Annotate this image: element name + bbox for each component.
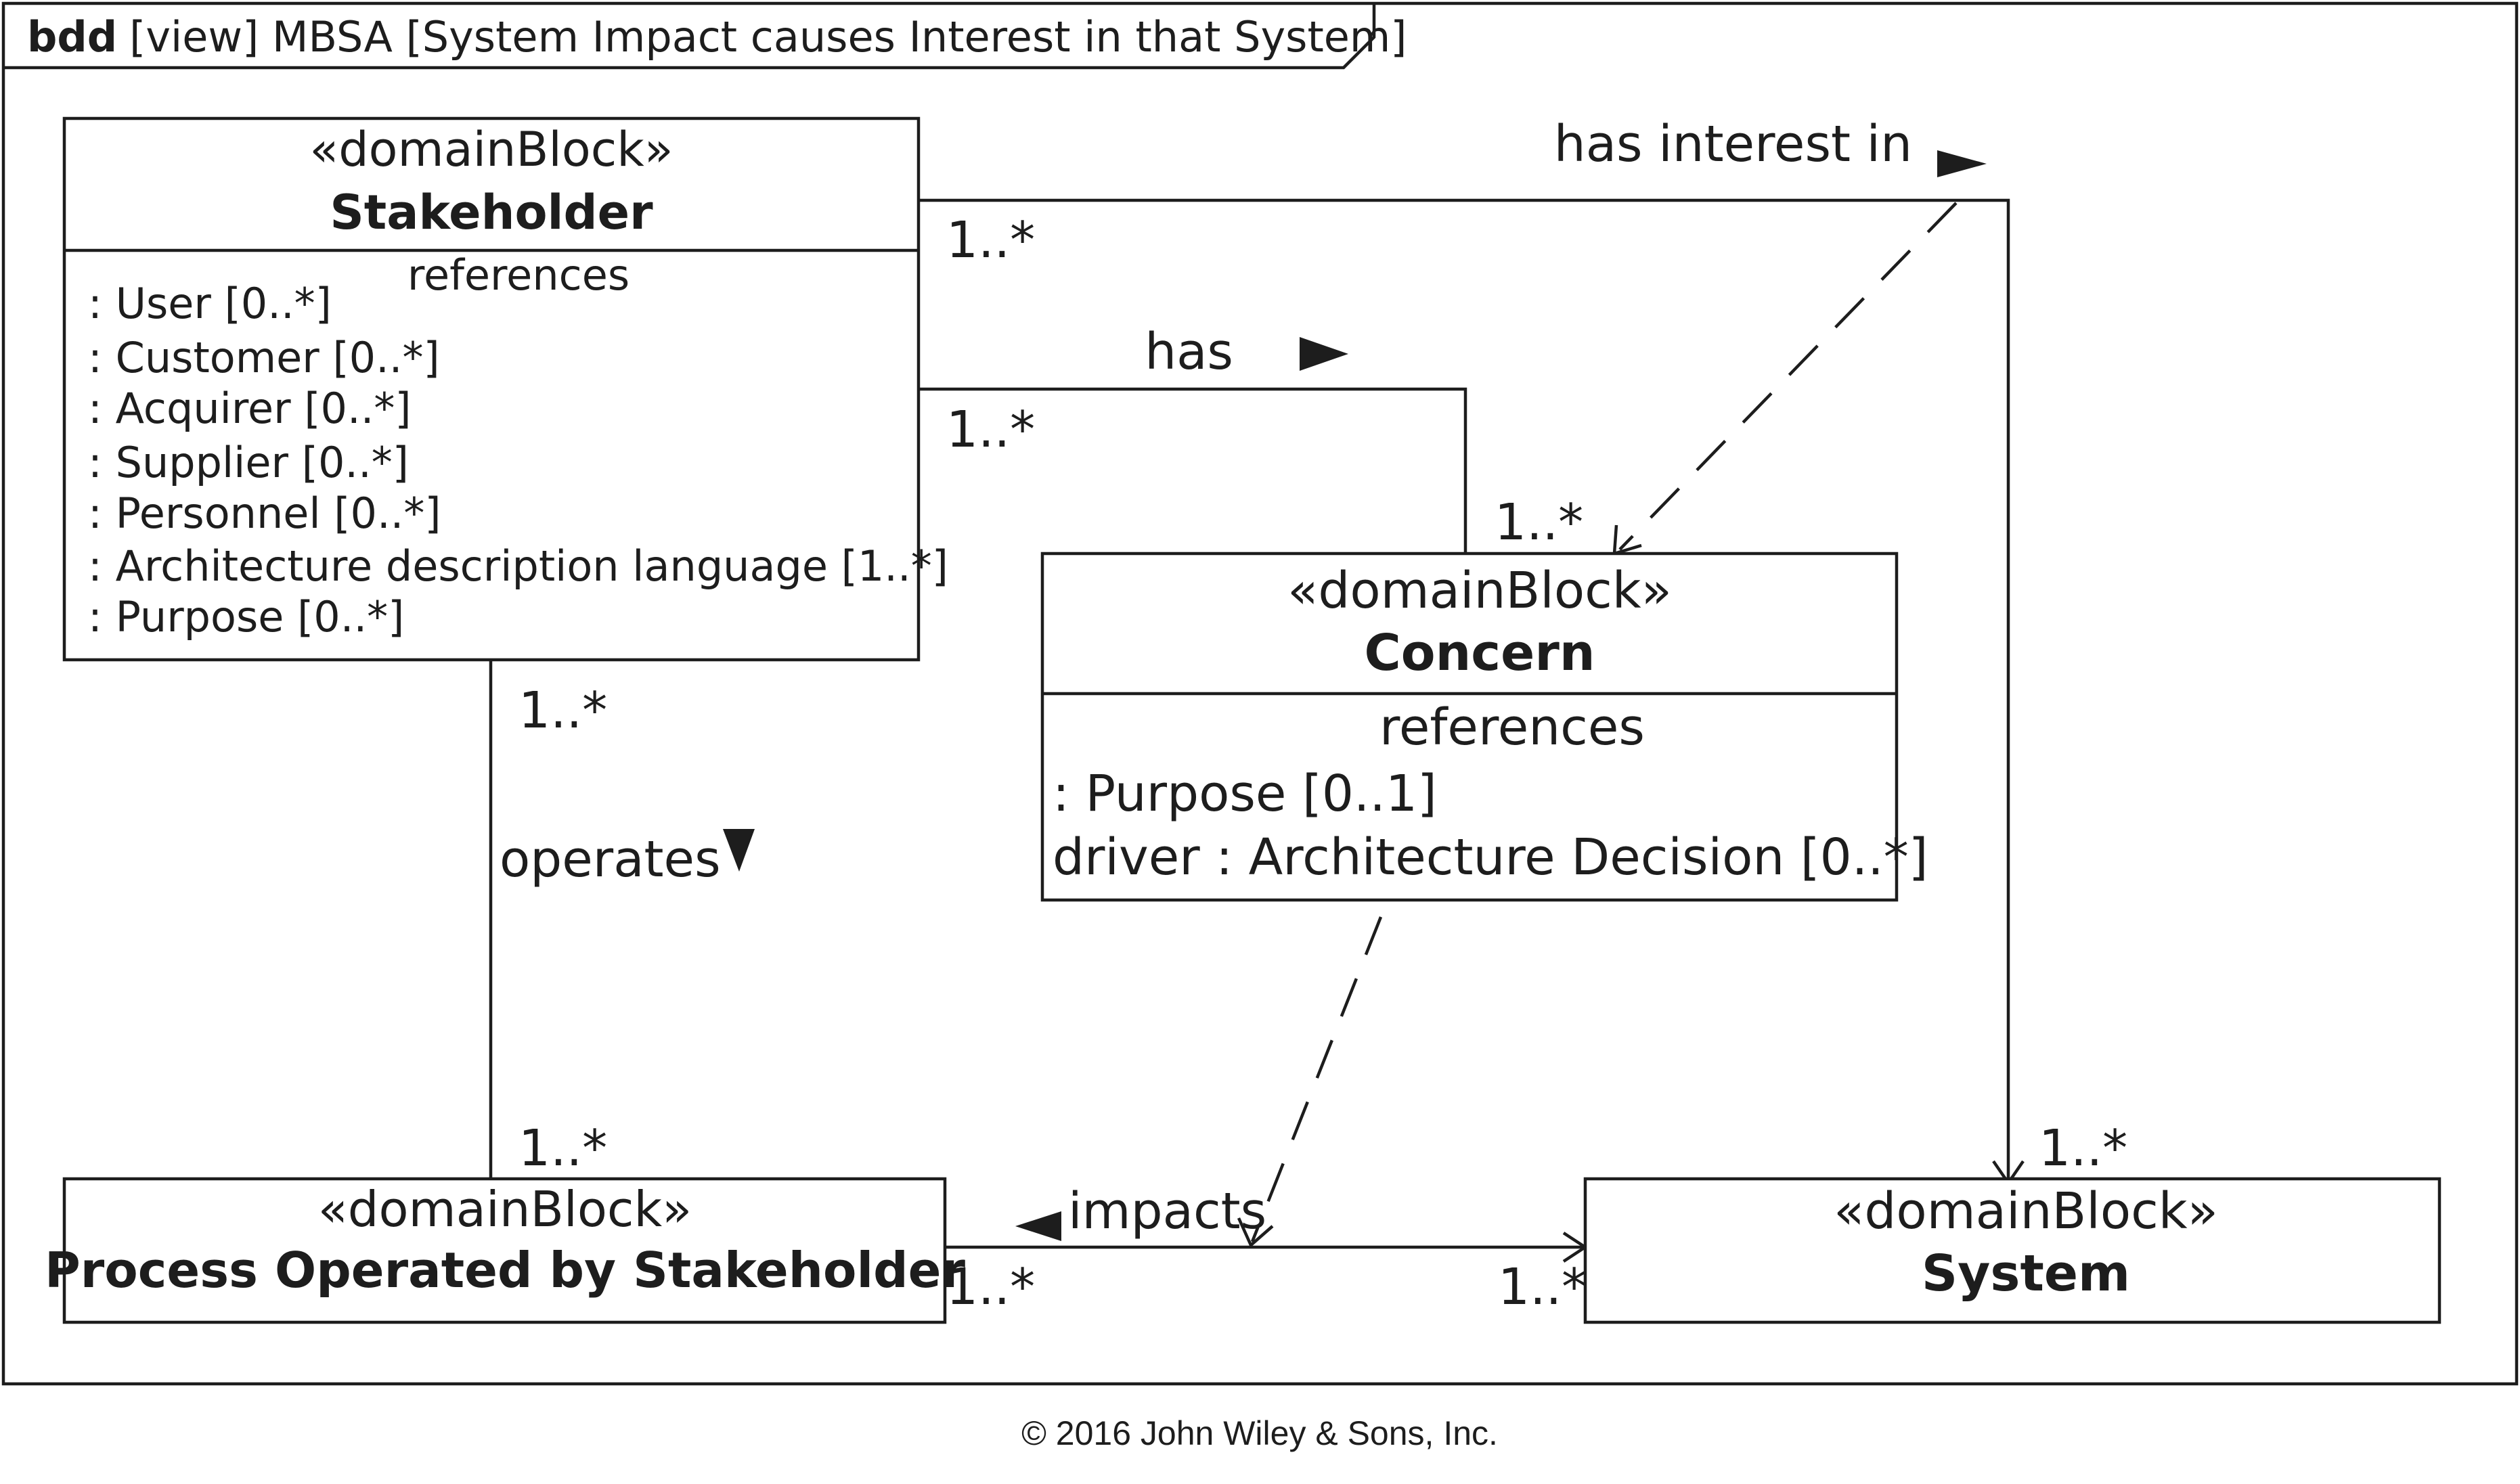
has-direction-icon (1300, 337, 1348, 371)
frame-title: [view] MBSA [System Impact causes Intere… (129, 12, 1407, 62)
stakeholder-box (62, 116, 921, 662)
stakeholder-attribute: : User [0..*] (88, 279, 332, 328)
stakeholder-block[interactable]: «domainBlock» Stakeholder references : U… (62, 116, 948, 662)
stakeholder-attribute: : Acquirer [0..*] (88, 384, 412, 433)
concern-impacts-dependency (1250, 916, 1383, 1242)
operates-direction-icon (723, 829, 755, 872)
stakeholder-compartment-title: references (407, 250, 629, 300)
impacts-label: impacts (1068, 1182, 1266, 1240)
concern-name: Concern (1364, 624, 1595, 682)
operates-label: operates (500, 830, 721, 889)
system-name: System (1922, 1244, 2130, 1303)
has-interest-in-target-multiplicity: 1..* (2039, 1119, 2127, 1177)
stakeholder-attribute: : Supplier [0..*] (88, 438, 409, 487)
operates-source-multiplicity: 1..* (518, 681, 607, 740)
stakeholder-attribute: : Personnel [0..*] (88, 489, 441, 538)
concern-block[interactable]: «domainBlock» Concern references : Purpo… (1040, 552, 1928, 902)
impacts-target-multiplicity: 1..* (1498, 1258, 1587, 1316)
has-interest-in-source-multiplicity: 1..* (946, 211, 1035, 269)
stakeholder-attribute: : Customer [0..*] (88, 333, 440, 382)
has-interest-in-association[interactable] (919, 198, 2010, 1181)
impacts-source-multiplicity: 1..* (946, 1258, 1035, 1316)
concern-impacts-dependency-arrowhead (1237, 1217, 1274, 1248)
frame-kind: bdd (27, 12, 117, 62)
has-interest-in-direction-icon (1937, 150, 1987, 177)
frame-header-tab (3, 3, 1376, 70)
has-association[interactable] (919, 387, 1467, 554)
interest-concern-dependency (1618, 202, 1958, 551)
concern-box (1040, 552, 1899, 902)
process-stereotype: «domainBlock» (318, 1181, 692, 1238)
frame-header: bdd[view] MBSA [System Impact causes Int… (27, 12, 1407, 62)
stakeholder-stereotype: «domainBlock» (309, 122, 673, 177)
stakeholder-attribute: : Architecture description language [1..… (88, 541, 948, 591)
impacts-direction-icon (1015, 1211, 1061, 1241)
copyright-notice: © 2016 John Wiley & Sons, Inc. (1021, 1414, 1498, 1452)
system-block[interactable]: «domainBlock» System (1583, 1177, 2441, 1324)
concern-compartment-title: references (1379, 698, 1645, 757)
stakeholder-attribute: : Purpose [0..*] (88, 592, 404, 642)
has-interest-in-label: has interest in (1554, 115, 1912, 173)
has-label: has (1145, 323, 1233, 381)
process-block[interactable]: «domainBlock» Process Operated by Stakeh… (45, 1177, 966, 1324)
concern-attribute: driver : Architecture Decision [0..*] (1053, 828, 1928, 886)
diagram-frame (1, 1, 2519, 1386)
operates-target-multiplicity: 1..* (518, 1119, 607, 1177)
system-box (1583, 1177, 2441, 1324)
system-stereotype: «domainBlock» (1834, 1182, 2218, 1240)
process-box (62, 1177, 947, 1324)
has-target-multiplicity: 1..* (1495, 493, 1583, 552)
process-name: Process Operated by Stakeholder (45, 1242, 966, 1299)
concern-stereotype: «domainBlock» (1287, 562, 1672, 620)
has-source-multiplicity: 1..* (946, 401, 1035, 459)
stakeholder-name: Stakeholder (330, 185, 653, 240)
concern-attribute: : Purpose [0..1] (1053, 765, 1437, 823)
